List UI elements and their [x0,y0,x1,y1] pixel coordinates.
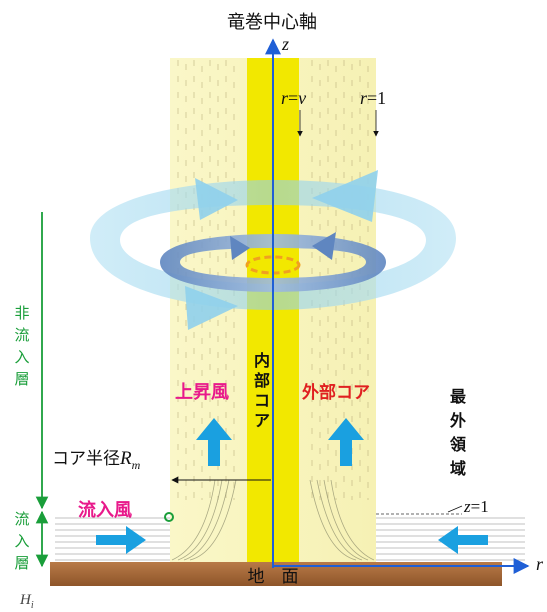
z-one-label: z=1 [463,497,489,516]
r-one-label: r=1 [360,88,386,108]
svg-text:流: 流 [14,326,29,344]
svg-text:外: 外 [449,411,466,430]
svg-text:流: 流 [14,510,29,528]
non-inflow-layer-label: 非 流 入 層 [14,304,29,388]
ring-arrowhead-upper-left [195,178,238,220]
inflow-arrow-left [96,526,146,554]
inflow-turning-streamlines [171,479,375,561]
inflow-layer-label: 流 入 層 [14,510,29,572]
outer-core-label: 外部コア [302,382,370,403]
hi-label: Hi [19,592,34,611]
updraft-label: 上昇風 [175,382,229,403]
updraft-arrow-left [196,418,232,466]
svg-text:内: 内 [254,351,270,370]
updraft-arrow-right [328,418,364,466]
ring-arrowhead-upper-right [312,170,378,222]
svg-text:最: 最 [450,387,467,406]
inner-ring-arrowhead-right [312,232,336,260]
ground-label: 地 面 [248,567,299,587]
svg-text:層: 層 [14,370,29,388]
svg-text:領: 領 [450,435,467,454]
svg-text:部: 部 [254,371,270,390]
outermost-region-label: 最 外 領 域 [449,387,467,478]
z1-pointer [447,505,463,513]
r-nu-label: r=ν [281,88,306,108]
inflow-wind-label: 流入風 [78,499,132,521]
core-radius-label: コア半径Rm [52,448,141,472]
r-axis-label: r [536,554,544,574]
svg-text:非: 非 [14,304,29,322]
diagram-title: 竜巻中心軸 [227,12,317,33]
ring-arrowhead-lower-left [185,286,238,330]
svg-text:コ: コ [254,391,270,410]
z-axis-label: z [281,34,289,54]
svg-text:入: 入 [14,348,29,366]
svg-text:域: 域 [450,459,466,478]
inflow-arrow-right [438,526,488,554]
svg-text:ア: ア [254,411,270,430]
inner-core-label: 内 部 コ ア [254,351,270,430]
inflow-marker-dot [164,512,174,522]
svg-text:層: 層 [14,554,29,572]
svg-text:入: 入 [14,532,29,550]
inner-ring-arrowhead-left [230,236,250,260]
